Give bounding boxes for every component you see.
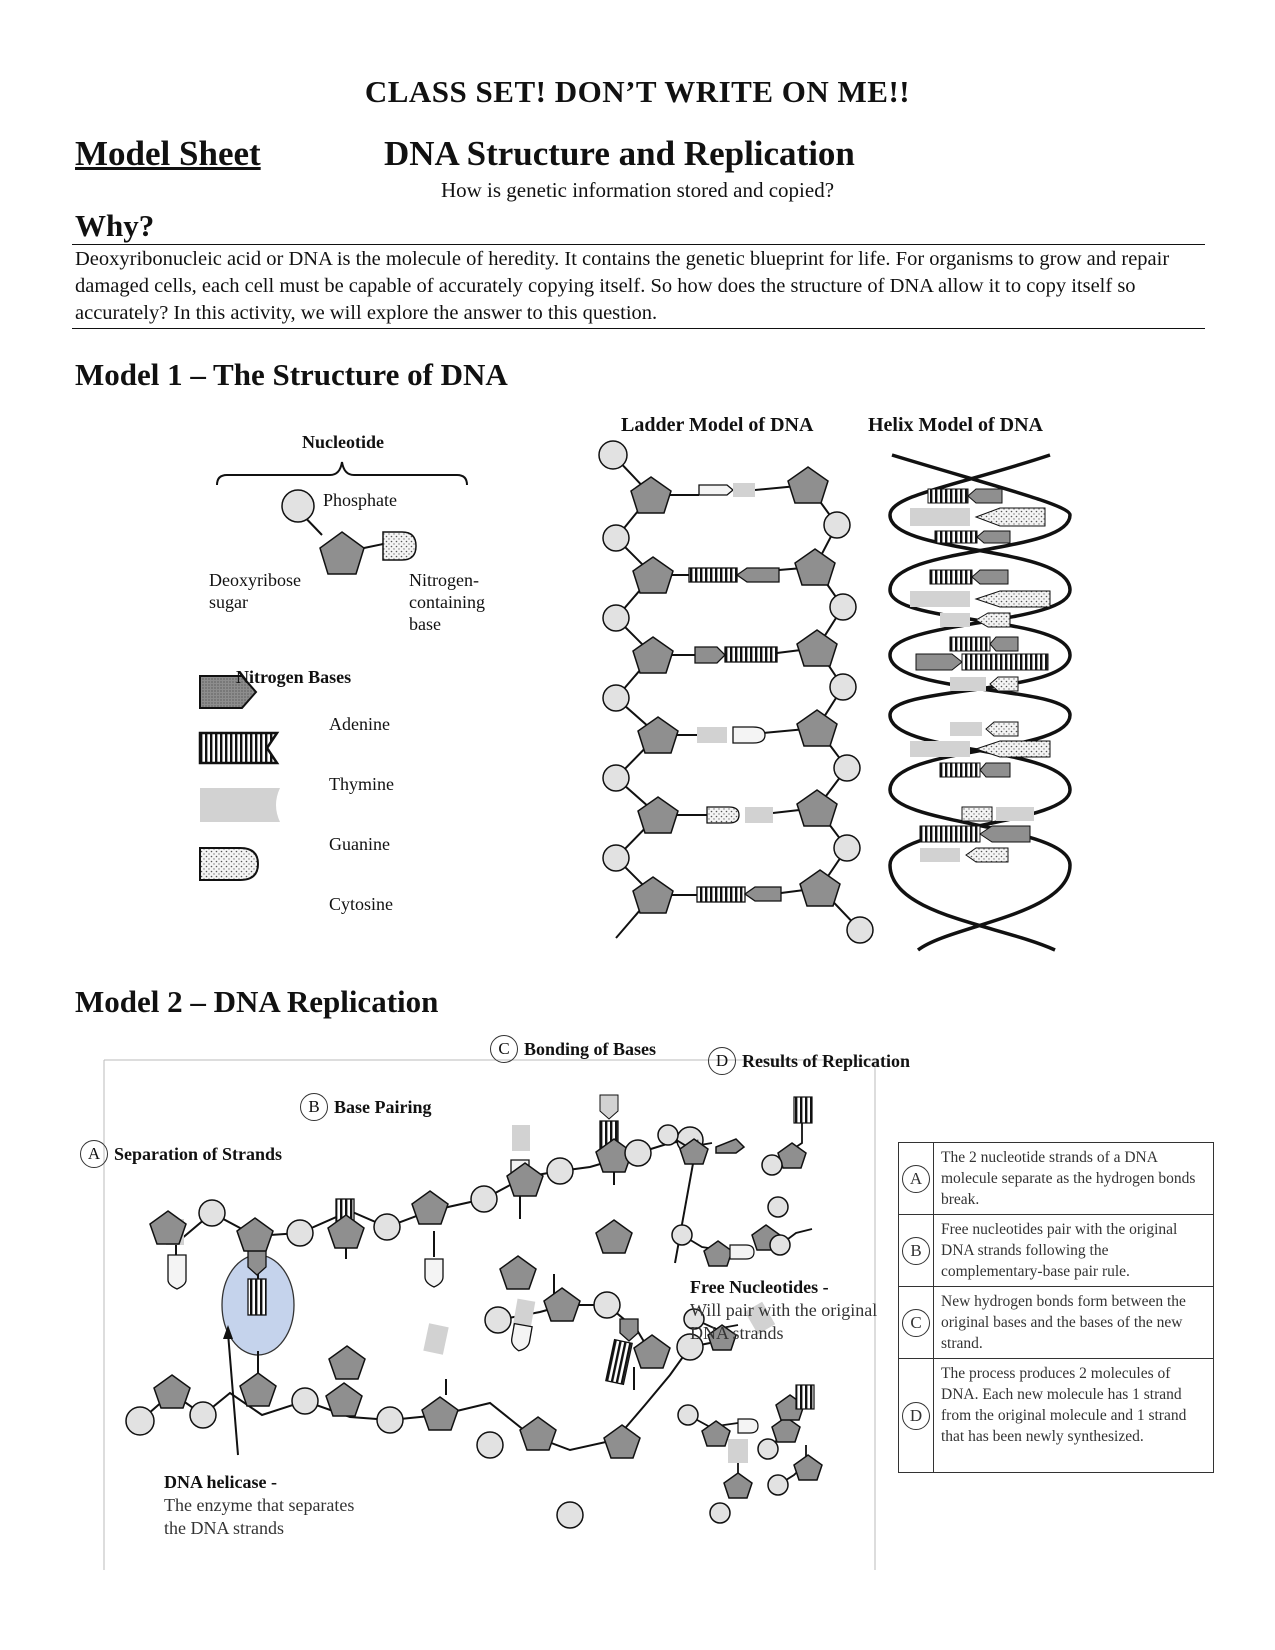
class-set-banner: CLASS SET! DON’T WRITE ON ME!! bbox=[364, 74, 911, 109]
page-subtitle: How is genetic information stored and co… bbox=[440, 178, 835, 202]
thymine-label: Thymine bbox=[329, 774, 394, 794]
page-title: DNA Structure and Replication bbox=[384, 134, 855, 173]
why-top-rule bbox=[72, 244, 1205, 245]
base-label-line2: containing bbox=[409, 592, 485, 612]
nitrogen-bases-heading: Nitrogen Bases bbox=[236, 667, 352, 687]
model2-title: Model 2 – DNA Replication bbox=[75, 984, 439, 1019]
guanine-shape-icon bbox=[200, 788, 280, 822]
adenine-shape-icon bbox=[199, 675, 258, 709]
free-nucleotides-title: Free Nucleotides - bbox=[690, 1277, 829, 1297]
cytosine-label: Cytosine bbox=[329, 894, 394, 914]
step-a-text: Separation of Strands bbox=[114, 1143, 283, 1164]
step-d-text: Results of Replication bbox=[742, 1050, 910, 1071]
step-b-text: Base Pairing bbox=[334, 1096, 432, 1117]
cytosine-shape-icon bbox=[382, 531, 417, 561]
adenine-label: Adenine bbox=[329, 714, 390, 734]
helix-model-diagram bbox=[888, 453, 1072, 952]
step-b-label: B Base Pairing bbox=[300, 1093, 432, 1121]
step-d-letter: D bbox=[708, 1047, 736, 1075]
replication-diagram bbox=[103, 1059, 876, 1570]
row-c-text: New hydrogen bonds form between the orig… bbox=[933, 1286, 1214, 1359]
step-c-label: C Bonding of Bases bbox=[490, 1035, 656, 1063]
table-row: A The 2 nucleotide strands of a DNA mole… bbox=[898, 1142, 1214, 1215]
ladder-model-diagram bbox=[598, 440, 874, 944]
step-c-letter: C bbox=[490, 1035, 518, 1063]
row-a-text: The 2 nucleotide strands of a DNA molecu… bbox=[933, 1142, 1214, 1215]
sugar-label-line1: Deoxyribose bbox=[209, 570, 301, 590]
why-paragraph: Deoxyribonucleic acid or DNA is the mole… bbox=[75, 248, 1170, 324]
phosphate-circle-icon bbox=[281, 489, 315, 523]
base-label-line1: Nitrogen- bbox=[409, 570, 479, 590]
sheet-label: Model Sheet bbox=[75, 134, 261, 173]
row-b-letter: B bbox=[902, 1236, 930, 1265]
table-row: C New hydrogen bonds form between the or… bbox=[898, 1286, 1214, 1359]
model1-title: Model 1 – The Structure of DNA bbox=[75, 357, 508, 392]
step-a-letter: A bbox=[80, 1140, 108, 1168]
row-d-letter: D bbox=[902, 1401, 930, 1430]
step-b-letter: B bbox=[300, 1093, 328, 1121]
ladder-model-title: Ladder Model of DNA bbox=[621, 414, 814, 436]
step-c-text: Bonding of Bases bbox=[524, 1038, 657, 1059]
why-heading: Why? bbox=[75, 208, 155, 243]
why-bottom-rule bbox=[72, 328, 1205, 329]
replication-steps-table: A The 2 nucleotide strands of a DNA mole… bbox=[898, 1142, 1214, 1473]
row-b-text: Free nucleotides pair with the original … bbox=[933, 1214, 1214, 1287]
step-d-label: D Results of Replication bbox=[708, 1047, 910, 1075]
row-c-letter: C bbox=[902, 1308, 930, 1337]
helicase-desc-line1: The enzyme that separates bbox=[164, 1495, 355, 1515]
thymine-shape-icon bbox=[198, 731, 280, 765]
row-a-letter: A bbox=[902, 1164, 930, 1193]
table-row: D The process produces 2 molecules of DN… bbox=[898, 1358, 1214, 1473]
phosphate-label: Phosphate bbox=[323, 490, 397, 510]
nucleotide-diagram bbox=[198, 461, 468, 881]
row-d-text: The process produces 2 molecules of DNA.… bbox=[933, 1358, 1214, 1473]
helicase-desc-line2: the DNA strands bbox=[164, 1518, 284, 1538]
table-row: B Free nucleotides pair with the origina… bbox=[898, 1214, 1214, 1287]
guanine-label: Guanine bbox=[329, 834, 390, 854]
helicase-title: DNA helicase - bbox=[164, 1472, 277, 1492]
sugar-label-line2: sugar bbox=[209, 592, 248, 612]
pentagon-sugar-icon bbox=[319, 531, 365, 575]
nucleotide-label: Nucleotide bbox=[302, 432, 384, 452]
helix-model-title: Helix Model of DNA bbox=[868, 414, 1043, 436]
base-label-line3: base bbox=[409, 614, 441, 634]
free-nucleotides-desc-line2: DNA strands bbox=[690, 1323, 784, 1343]
step-a-label: A Separation of Strands bbox=[80, 1140, 282, 1168]
cytosine-legend-icon bbox=[199, 847, 260, 881]
free-nucleotides-desc-line1: Will pair with the original bbox=[690, 1300, 878, 1320]
